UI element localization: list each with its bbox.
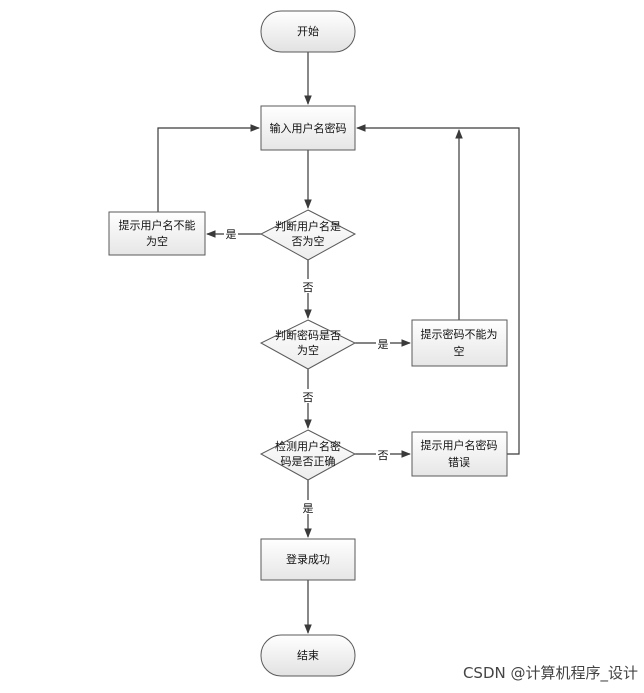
node-check-pwd-empty-line1: 判断密码是否 <box>275 328 341 342</box>
node-success: 登录成功 <box>260 538 356 581</box>
node-user-empty-msg-line1: 提示用户名不能 <box>119 218 196 232</box>
node-input: 输入用户名密码 <box>260 105 356 151</box>
label-correct-no: 否 <box>378 449 389 462</box>
node-check-correct: 检测用户名密 码是否正确 <box>259 429 357 481</box>
node-check-user-empty: 判断用户名是 否为空 <box>259 209 357 261</box>
node-pwd-empty-msg: 提示密码不能为 空 <box>411 319 508 367</box>
edge-labels: 是 否 是 否 否 是 <box>224 226 390 515</box>
node-success-label: 登录成功 <box>286 552 330 566</box>
node-wrong-msg-line2: 错误 <box>448 455 470 469</box>
label-correct-yes: 是 <box>303 502 314 515</box>
label-user-empty-yes: 是 <box>226 228 237 241</box>
node-user-empty-msg-line2: 为空 <box>146 234 168 248</box>
label-pwd-empty-yes: 是 <box>378 338 389 351</box>
node-wrong-msg: 提示用户名密码 错误 <box>411 431 508 477</box>
label-user-empty-no: 否 <box>303 281 314 294</box>
edge-user-msg-back <box>157 124 260 212</box>
node-pwd-empty-msg-line2: 空 <box>454 344 465 358</box>
node-input-label: 输入用户名密码 <box>270 121 347 135</box>
node-start: 开始 <box>260 10 356 53</box>
node-check-correct-line1: 检测用户名密 <box>275 439 341 453</box>
node-start-label: 开始 <box>297 24 319 38</box>
label-pwd-empty-no: 否 <box>303 391 314 404</box>
node-check-pwd-empty: 判断密码是否 为空 <box>259 319 357 370</box>
node-end: 结束 <box>260 634 356 677</box>
node-end-label: 结束 <box>297 649 319 662</box>
node-check-user-empty-line1: 判断用户名是 <box>275 219 341 233</box>
node-pwd-empty-msg-line1: 提示密码不能为 <box>421 327 498 341</box>
edge-wrong-msg-back <box>356 124 520 455</box>
watermark: CSDN @计算机程序_设计 <box>462 664 638 682</box>
node-check-user-empty-line2: 否为空 <box>292 234 325 248</box>
node-check-pwd-empty-line2: 为空 <box>297 343 319 357</box>
node-check-correct-line2: 码是否正确 <box>281 455 336 468</box>
node-wrong-msg-line1: 提示用户名密码 <box>421 438 498 452</box>
node-user-empty-msg: 提示用户名不能 为空 <box>108 211 206 256</box>
